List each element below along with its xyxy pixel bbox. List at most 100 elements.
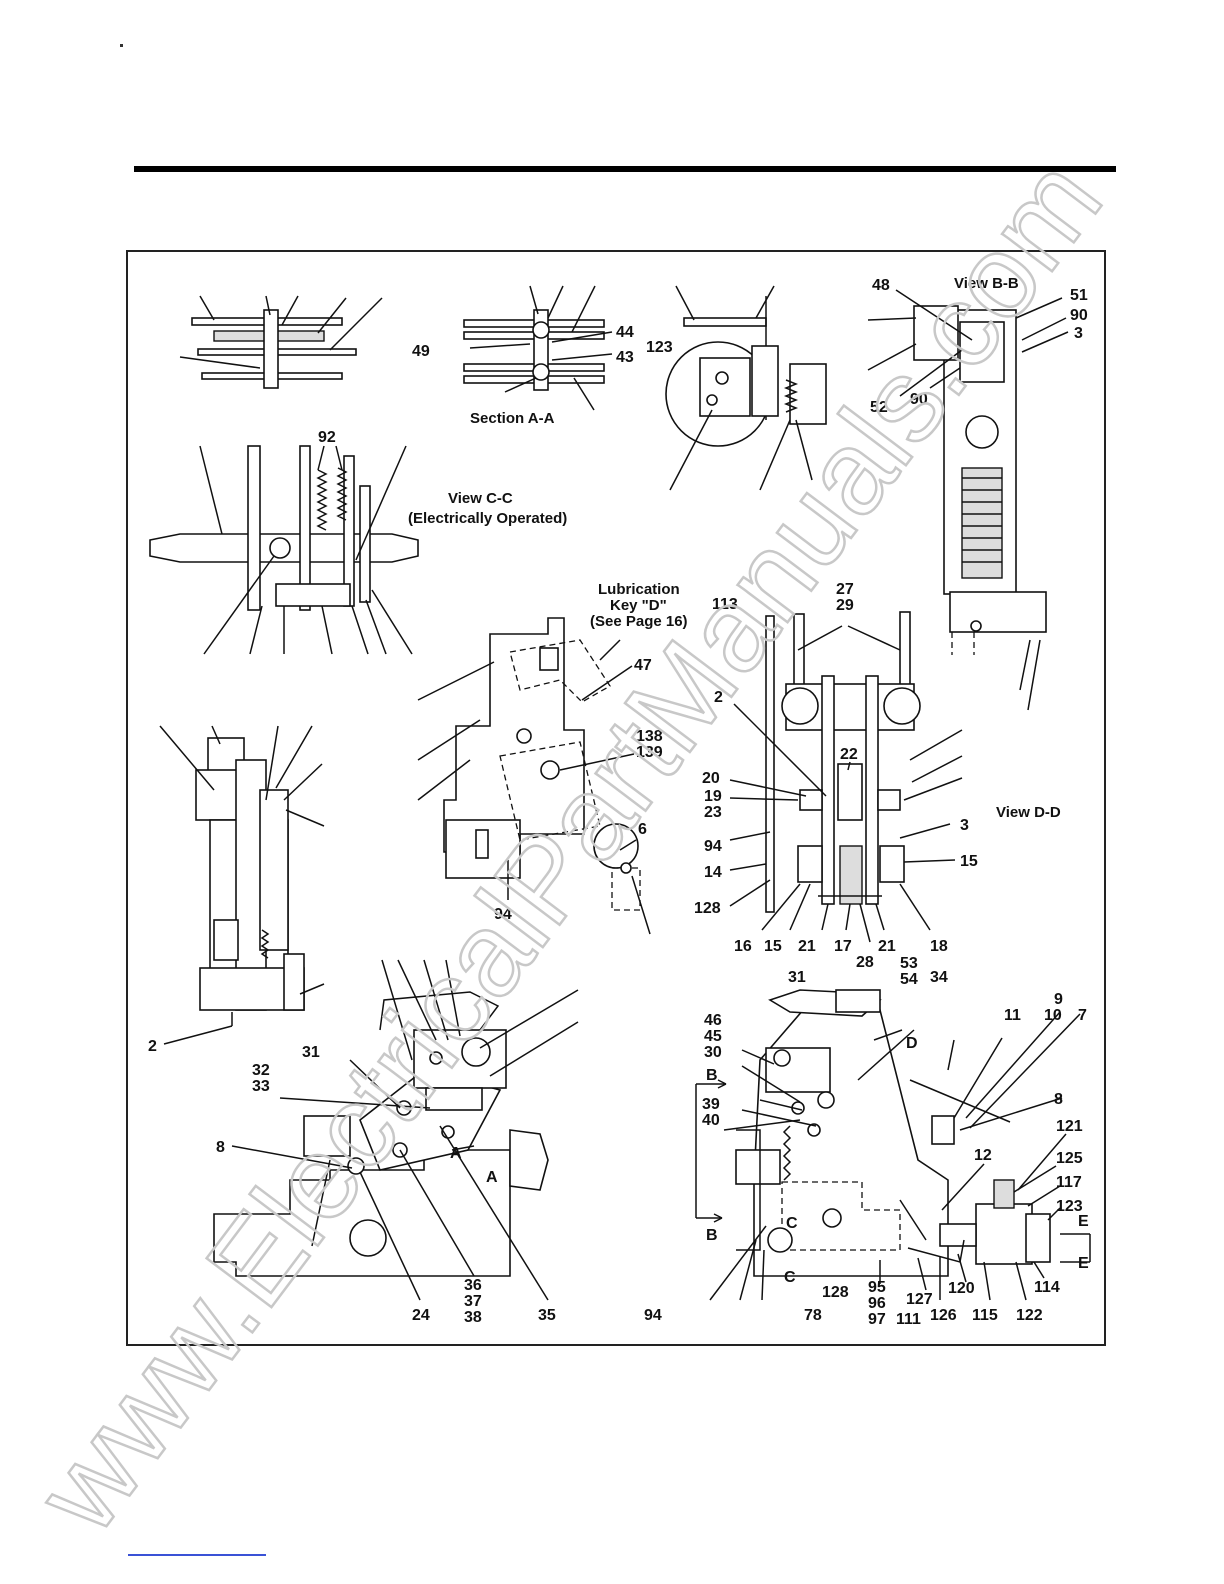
callout-23: 23 [704, 804, 722, 821]
callout-15: 15 [960, 853, 978, 870]
callout-20: 20 [702, 770, 720, 787]
gear-stack-drawing [179, 295, 383, 389]
callout-51: 51 [1070, 287, 1088, 304]
callout-94: 94 [494, 906, 512, 923]
callout-90: 90 [910, 391, 928, 408]
callout-27: 27 [836, 581, 854, 598]
header-rule [134, 166, 1116, 172]
callout-128: 128 [822, 1284, 849, 1301]
footer-link-underline [128, 1554, 266, 1556]
callout-54: 54 [900, 971, 918, 988]
callout-12: 12 [974, 1147, 992, 1164]
callout-44: 44 [616, 324, 634, 341]
callout-114: 114 [1034, 1279, 1060, 1296]
callout-95: 95 [868, 1279, 886, 1296]
callout-53: 53 [900, 955, 918, 972]
callout-21: 21 [798, 938, 816, 955]
callout-24: 24 [412, 1307, 430, 1324]
callout-3: 3 [960, 817, 969, 834]
callout-14: 14 [704, 864, 722, 881]
callout-123: 123 [646, 339, 673, 356]
caption-view-dd: View D-D [996, 804, 1061, 821]
callout-120: 120 [948, 1280, 975, 1297]
callout-9: 9 [1054, 991, 1063, 1008]
callout-43: 43 [616, 349, 634, 366]
callout-47: 47 [634, 657, 652, 674]
callout-30: 30 [704, 1044, 722, 1061]
callout-115: 115 [972, 1307, 998, 1324]
caption-lubrication: Lubrication [598, 581, 680, 598]
lower-left-mechanism-drawing [213, 959, 579, 1301]
callout-40: 40 [702, 1112, 720, 1129]
callout-21: 21 [878, 938, 896, 955]
callout-78: 78 [804, 1307, 822, 1324]
callout-127: 127 [906, 1291, 933, 1308]
callout-126: 126 [930, 1307, 957, 1324]
callout-8: 8 [1054, 1091, 1063, 1108]
callout-22: 22 [840, 746, 858, 763]
callout-34: 34 [930, 969, 948, 986]
caption-lube-page: (See Page 16) [590, 613, 688, 630]
callout-122: 122 [1016, 1307, 1043, 1324]
callout-31: 31 [788, 969, 806, 986]
callout-90: 90 [1070, 307, 1088, 324]
lower-right-mechanism-drawing [695, 989, 1091, 1301]
section-mark-e: E [1078, 1255, 1089, 1272]
callout-111: 111 [896, 1311, 921, 1328]
callout-37: 37 [464, 1293, 482, 1310]
caption-view-cc-sub: (Electrically Operated) [408, 510, 567, 527]
section-mark-d: D [906, 1035, 918, 1052]
callout-36: 36 [464, 1277, 482, 1294]
view-dd-drawing [729, 611, 963, 943]
callout-35: 35 [538, 1307, 556, 1324]
view-cc-drawing [149, 445, 419, 655]
callout-123: 123 [1056, 1198, 1083, 1215]
callout-17: 17 [834, 938, 852, 955]
view-bb-drawing [867, 289, 1069, 711]
section-mark-c: C [784, 1269, 796, 1286]
callout-46: 46 [704, 1012, 722, 1029]
figure-frame [126, 250, 1106, 1346]
callout-32: 32 [252, 1062, 270, 1079]
callout-113: 113 [712, 596, 738, 613]
callout-38: 38 [464, 1309, 482, 1326]
callout-18: 18 [930, 938, 948, 955]
latch-assembly-drawing [665, 285, 827, 491]
watermark-text: www.ElectricalPartManuals.com [11, 136, 1127, 1557]
callout-16: 16 [734, 938, 752, 955]
callout-97: 97 [868, 1311, 886, 1328]
caption-view-cc: View C-C [448, 490, 513, 507]
callout-52: 52 [870, 399, 888, 416]
section-mark-c: C [786, 1215, 798, 1232]
side-mechanism-drawing [159, 725, 325, 1045]
callout-94: 94 [644, 1307, 662, 1324]
callout-39: 39 [702, 1096, 720, 1113]
section-marks: A A B B C C D E E [450, 1035, 1089, 1286]
section-mark-a: A [450, 1145, 462, 1162]
section-mark-a: A [486, 1169, 498, 1186]
caption-lube-key: Key "D" [610, 597, 667, 614]
callout-3: 3 [1074, 325, 1083, 342]
callout-8: 8 [216, 1139, 225, 1156]
caption-section-aa: Section A-A [470, 410, 555, 427]
callout-2: 2 [148, 1038, 157, 1055]
section-mark-e: E [1078, 1213, 1089, 1230]
callout-139: 139 [636, 744, 663, 761]
callout-33: 33 [252, 1078, 270, 1095]
callout-49: 49 [412, 343, 430, 360]
callout-94: 94 [704, 838, 722, 855]
callout-19: 19 [704, 788, 722, 805]
callout-138: 138 [636, 728, 663, 745]
callout-48: 48 [872, 277, 890, 294]
section-mark-b: B [706, 1067, 718, 1084]
callout-31: 31 [302, 1044, 320, 1061]
callout-6: 6 [638, 821, 647, 838]
callout-10: 10 [1044, 1007, 1062, 1024]
callout-28: 28 [856, 954, 874, 971]
stray-mark [120, 44, 123, 47]
callout-96: 96 [868, 1295, 886, 1312]
part-callouts: 48 51 90 3 52 90 44 49 43 123 92 113 27 … [148, 277, 1088, 1328]
callout-125: 125 [1056, 1150, 1083, 1167]
caption-view-bb: View B-B [954, 275, 1019, 292]
